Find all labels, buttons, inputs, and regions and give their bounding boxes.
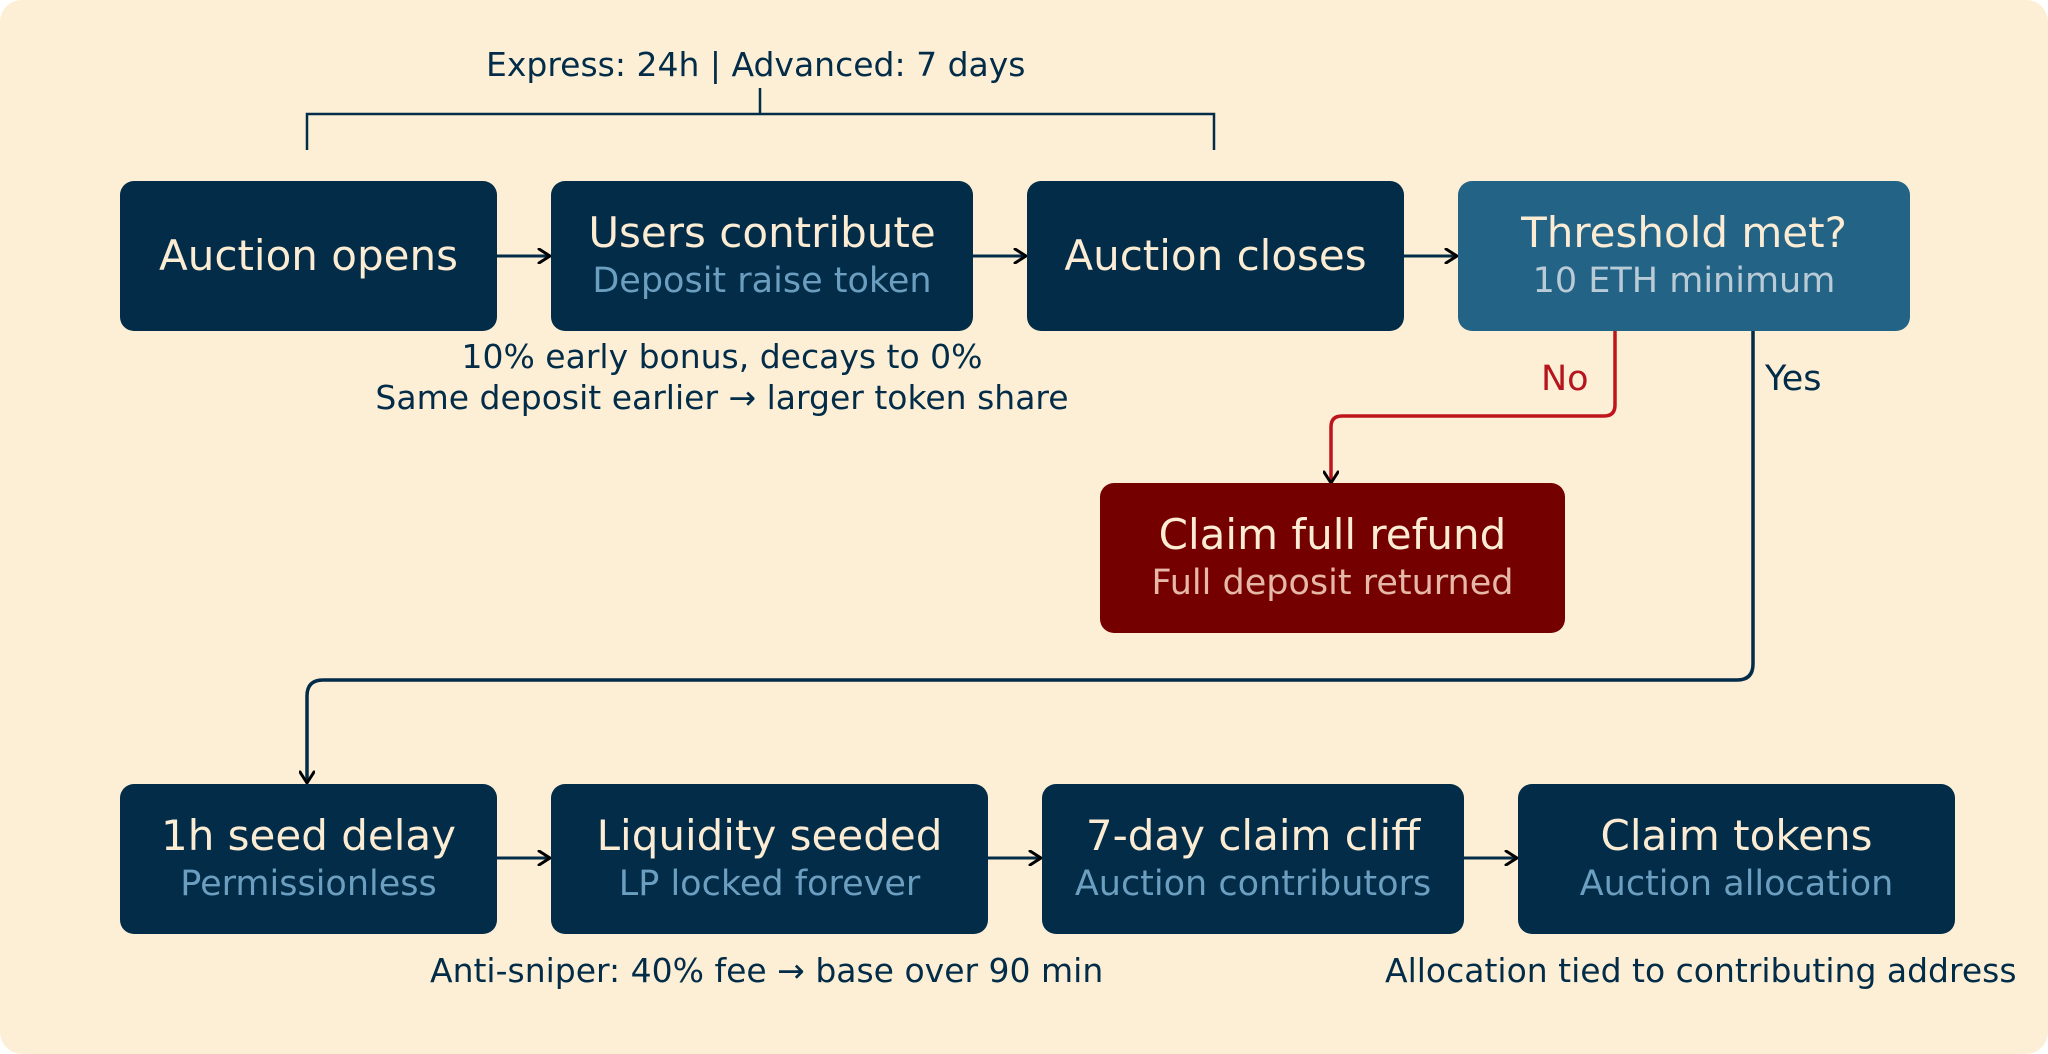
node-title: Liquidity seeded — [596, 810, 943, 860]
node-subtitle: Auction allocation — [1579, 864, 1894, 905]
node-users-contribute: Users contribute Deposit raise token — [551, 181, 973, 331]
node-subtitle: Deposit raise token — [592, 261, 932, 302]
node-title: Auction opens — [159, 230, 458, 280]
arrow-threshold-yes-to-seed — [307, 331, 1755, 783]
node-claim-refund: Claim full refund Full deposit returned — [1100, 483, 1565, 633]
node-title: 7-day claim cliff — [1085, 810, 1421, 860]
node-subtitle: Full deposit returned — [1151, 563, 1514, 604]
node-seed-delay: 1h seed delay Permissionless — [120, 784, 497, 934]
edge-label-no: No — [1541, 359, 1589, 399]
arrow-threshold-no-to-refund — [1331, 331, 1617, 483]
node-title: 1h seed delay — [160, 810, 457, 860]
node-title: Users contribute — [588, 207, 936, 257]
duration-bracket — [305, 88, 1216, 150]
node-threshold-decision: Threshold met? 10 ETH minimum — [1458, 181, 1910, 331]
node-auction-closes: Auction closes — [1027, 181, 1404, 331]
node-title: Claim tokens — [1600, 810, 1873, 860]
node-subtitle: LP locked forever — [618, 864, 921, 905]
early-bonus-line-1: 10% early bonus, decays to 0% — [461, 337, 983, 376]
node-title: Auction closes — [1064, 230, 1367, 280]
node-subtitle: Permissionless — [180, 864, 437, 905]
node-title: Claim full refund — [1158, 509, 1507, 559]
node-claim-cliff: 7-day claim cliff Auction contributors — [1042, 784, 1464, 934]
allocation-note: Allocation tied to contributing address — [1385, 951, 2017, 990]
anti-sniper-note: Anti-sniper: 40% fee → base over 90 min — [430, 951, 1104, 990]
bracket-note: Express: 24h | Advanced: 7 days — [486, 45, 1026, 84]
node-auction-opens: Auction opens — [120, 181, 497, 331]
node-subtitle: 10 ETH minimum — [1532, 261, 1836, 302]
node-title: Threshold met? — [1521, 207, 1847, 257]
edge-label-yes: Yes — [1765, 359, 1822, 399]
node-liquidity-seeded: Liquidity seeded LP locked forever — [551, 784, 988, 934]
early-bonus-line-2: Same deposit earlier → larger token shar… — [375, 378, 1069, 418]
early-bonus-note: 10% early bonus, decays to 0% Same depos… — [372, 336, 1072, 419]
node-claim-tokens: Claim tokens Auction allocation — [1518, 784, 1955, 934]
node-subtitle: Auction contributors — [1074, 864, 1432, 905]
